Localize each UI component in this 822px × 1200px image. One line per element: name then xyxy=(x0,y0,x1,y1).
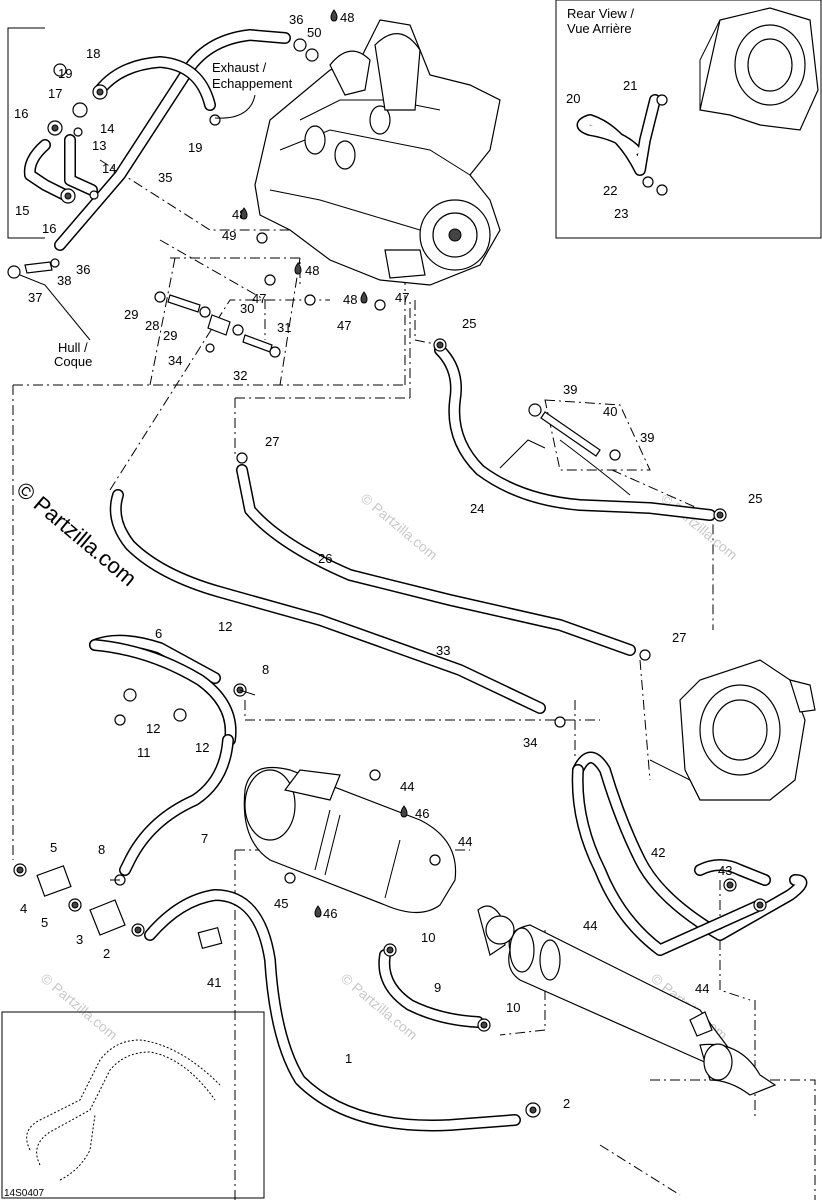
callout-label: 48 xyxy=(305,263,319,278)
direction-arrows xyxy=(110,94,631,881)
callout-label: 5 xyxy=(50,840,57,855)
callout-label: 5 xyxy=(41,915,48,930)
callout-label: 16 xyxy=(14,106,28,121)
rear-view-inset xyxy=(555,0,822,239)
callout-label: 2 xyxy=(103,946,110,961)
callout-label: 27 xyxy=(265,434,279,449)
engine xyxy=(254,19,501,286)
callout-label: 29 xyxy=(124,307,138,322)
callout-label: 47 xyxy=(395,290,409,305)
callout-label: 6 xyxy=(155,626,162,641)
callout-label: 20 xyxy=(566,91,580,106)
callout-label: 22 xyxy=(603,183,617,198)
callout-label: 25 xyxy=(748,491,762,506)
callout-label: 39 xyxy=(563,382,577,397)
callout-label: 33 xyxy=(436,643,450,658)
callout-label: 4 xyxy=(20,901,27,916)
callout-label: 23 xyxy=(614,206,628,221)
callout-label: 48 xyxy=(343,292,357,307)
callout-label: 46 xyxy=(323,906,337,921)
callout-label: 3 xyxy=(76,932,83,947)
callout-label: 25 xyxy=(462,316,476,331)
callout-label: 47 xyxy=(252,291,266,306)
callout-label: 15 xyxy=(15,203,29,218)
callout-label: 19 xyxy=(58,66,72,81)
callout-label: 45 xyxy=(274,896,288,911)
callout-label: 42 xyxy=(651,845,665,860)
watermark-faint: © Partzilla.com xyxy=(38,970,121,1043)
hull-leader xyxy=(19,274,91,341)
callout-label: 12 xyxy=(146,721,160,736)
figure-code: 14S0407 xyxy=(4,1188,44,1199)
callout-label: 48 xyxy=(340,10,354,25)
jet-pump-housing xyxy=(649,659,816,801)
callout-label: 49 xyxy=(222,228,236,243)
hull-note: Coque xyxy=(54,354,92,369)
exhaust-note: Echappement xyxy=(212,76,293,91)
callout-label: 37 xyxy=(28,290,42,305)
callout-label: 26 xyxy=(318,551,332,566)
callout-label: 24 xyxy=(470,501,484,516)
callout-label: 27 xyxy=(672,630,686,645)
callout-label: 7 xyxy=(201,831,208,846)
callout-numbers: 36 50 48 18 19 17 16 14 13 14 35 15 16 1… xyxy=(14,10,762,1111)
callout-label: 44 xyxy=(695,981,709,996)
callout-label: 40 xyxy=(603,404,617,419)
callout-label: 31 xyxy=(277,320,291,335)
group-bracket xyxy=(7,27,45,239)
callout-label: 12 xyxy=(195,740,209,755)
callout-label: 18 xyxy=(86,46,100,61)
watermark-faint: © Partzilla.com xyxy=(358,490,441,563)
callout-label: 50 xyxy=(307,25,321,40)
callout-label: 38 xyxy=(57,273,71,288)
callout-label: 36 xyxy=(76,262,90,277)
hoses xyxy=(23,29,808,1181)
exhaust-muffler xyxy=(243,766,457,914)
callout-label: 17 xyxy=(48,86,62,101)
callout-label: 11 xyxy=(137,745,151,760)
callout-label: 13 xyxy=(92,138,106,153)
rear-view-engine xyxy=(699,7,819,131)
hull-note: Hull / xyxy=(58,340,88,355)
callout-label: 46 xyxy=(415,806,429,821)
callout-label: 21 xyxy=(623,78,637,93)
callout-label: 14 xyxy=(102,161,116,176)
callout-label: 10 xyxy=(421,930,435,945)
callout-label: 36 xyxy=(289,12,303,27)
exhaust-note: Exhaust / xyxy=(212,60,267,75)
callout-label: 10 xyxy=(506,1000,520,1015)
callout-label: 29 xyxy=(163,328,177,343)
callout-label: 14 xyxy=(100,121,114,136)
callout-label: 16 xyxy=(42,221,56,236)
sealant-drop-icons xyxy=(240,9,408,918)
callout-label: 9 xyxy=(434,980,441,995)
callout-label: 8 xyxy=(262,662,269,677)
detail-inset xyxy=(1,1011,265,1199)
callout-label: 32 xyxy=(233,368,247,383)
callout-label: 44 xyxy=(458,834,472,849)
callout-label: 39 xyxy=(640,430,654,445)
callout-label: 47 xyxy=(337,318,351,333)
rear-view-note: Vue Arrière xyxy=(567,21,632,36)
callout-label: 44 xyxy=(400,779,414,794)
callout-label: 34 xyxy=(523,735,537,750)
watermark-faint: © Partzilla.com xyxy=(658,490,741,563)
callout-label: 12 xyxy=(218,619,232,634)
rear-view-note: Rear View / xyxy=(567,6,634,21)
notes: Exhaust / Echappement Hull / Coque Rear … xyxy=(54,6,634,369)
callout-label: 35 xyxy=(158,170,172,185)
callout-label: 34 xyxy=(168,353,182,368)
fittings-clamps xyxy=(7,38,767,1118)
callout-label: 41 xyxy=(207,975,221,990)
callout-label: 28 xyxy=(145,318,159,333)
callout-label: 2 xyxy=(563,1096,570,1111)
callout-label: 30 xyxy=(240,301,254,316)
callout-label: 19 xyxy=(188,140,202,155)
callout-label: 1 xyxy=(345,1051,352,1066)
callout-label: 44 xyxy=(583,918,597,933)
callout-label: 8 xyxy=(98,842,105,857)
callout-label: 43 xyxy=(718,863,732,878)
